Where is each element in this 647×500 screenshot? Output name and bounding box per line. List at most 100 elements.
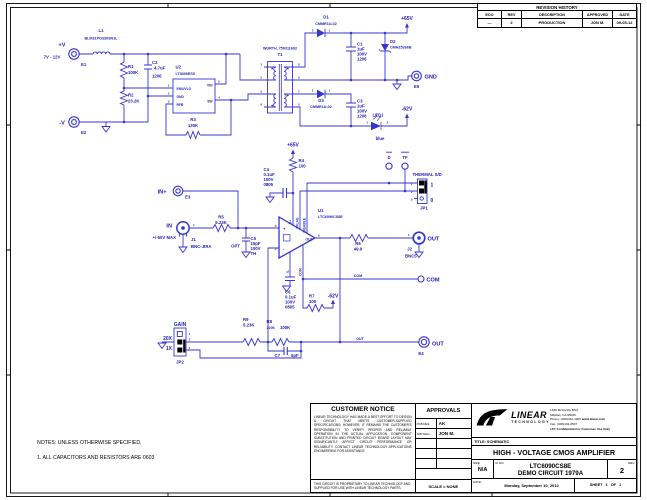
- revision-history-header-row: ECO REV DESCRIPTION APPROVED DATE: [478, 11, 636, 19]
- turret-e5: [411, 70, 422, 82]
- date-label: DATE:: [473, 480, 482, 484]
- label-e1: E1: [81, 62, 87, 67]
- pin-number: 3: [411, 198, 413, 202]
- label-l1: L1: [98, 28, 104, 33]
- label-c4-pkg: 0805: [264, 182, 274, 187]
- label-jp2: JP2: [176, 360, 184, 365]
- ground-symbols: [101, 83, 424, 350]
- u2-regulator-symbol: [172, 78, 216, 114]
- pin-number: 1: [168, 84, 170, 88]
- label-d1: D1: [323, 15, 329, 20]
- label-u2-pin-en: EN/UVLO: [177, 87, 192, 91]
- label-r5: R5: [218, 215, 224, 220]
- company-phone: Phone: (408)432-1900: [550, 417, 581, 422]
- label-u1-pin-tflag: TFLAG: [296, 217, 300, 228]
- label-c2-pkg: 1206: [152, 74, 162, 79]
- pin-number: 1: [411, 182, 413, 186]
- confidential-note: LTC Confidential-For Customer Use Only: [550, 426, 611, 431]
- size-label: SIZE: [473, 461, 480, 465]
- title-block: CUSTOMER NOTICE LINEAR TECHNOLOGY HAS MA…: [310, 403, 637, 493]
- pin-number: 1: [408, 233, 410, 237]
- cell-approved: JON M.: [583, 19, 613, 27]
- cell-date: 09-05-12: [616, 20, 633, 25]
- label-gnd: GND: [425, 75, 437, 81]
- rev-label: REV.: [628, 461, 635, 465]
- cell-eco: —: [478, 19, 502, 27]
- company-fax: Fax: (408)434-0507: [550, 421, 578, 426]
- pin-number: 1: [329, 89, 331, 93]
- label-minus-62v: -62V: [402, 107, 413, 113]
- label-r1: R1: [128, 64, 134, 69]
- diode-d1-symbol: [317, 28, 325, 38]
- customer-notice: CUSTOMER NOTICE LINEAR TECHNOLOGY HAS MA…: [311, 404, 416, 492]
- bnc-j1: [176, 221, 190, 235]
- approvals-row-empty: [415, 449, 472, 459]
- label-minus-62v: -62V: [328, 294, 339, 300]
- label-gain: GAIN: [174, 322, 187, 328]
- pin-number: 2: [312, 89, 314, 93]
- label-c7-value: 5pF: [291, 353, 299, 358]
- label-r7-value: 100: [309, 299, 317, 304]
- label-r3: R3: [190, 117, 196, 122]
- resistor-r3-symbol: [185, 130, 201, 140]
- label-c1-value: 1uF: [357, 47, 365, 52]
- label-u2-pin-sw: SW: [207, 100, 213, 104]
- customer-notice-body: LINEAR TECHNOLOGY HAS MADE A BEST EFFORT…: [314, 415, 412, 453]
- label-c6-value: 0.1uF: [285, 295, 297, 300]
- label-u1: U1: [318, 208, 324, 213]
- pin-number: 1: [329, 29, 331, 33]
- pin-number: 8: [298, 63, 300, 67]
- pin-number: 5: [298, 103, 300, 107]
- label-u1-pin-vplus: V+: [288, 220, 292, 224]
- approvals-row-empty: [415, 459, 472, 469]
- inductor-l1-symbol: [92, 51, 111, 55]
- label-led1: LED1: [373, 113, 385, 118]
- approvals-value: JON M.: [438, 431, 455, 436]
- demo-circuit-number: DEMO CIRCUIT 1979A: [517, 470, 584, 478]
- pin-number: 1: [366, 121, 368, 125]
- resistor-r5-symbol: [212, 223, 231, 233]
- pin-number: 6: [298, 76, 300, 80]
- label-c5: C5: [251, 236, 257, 241]
- pin-number: 7: [298, 90, 300, 94]
- label-gain-1x: 1X: [166, 346, 173, 352]
- resistor-r9-symbol: [242, 337, 261, 347]
- label-c4-voltage: 100V: [264, 177, 274, 182]
- revision-history-row: — 2 PRODUCTION JON M. 09-05-12: [478, 19, 636, 27]
- pin-number: 3: [189, 346, 191, 350]
- revision-history-table: REVISION HISTORY ECO REV DESCRIPTION APP…: [477, 3, 637, 28]
- jumper-jp1-symbol: [417, 178, 428, 204]
- cell-description: PRODUCTION: [522, 19, 583, 27]
- col-header-approved: APPROVED: [583, 11, 613, 18]
- label-j2-value: BNC5: [405, 254, 417, 259]
- label-c5-voltage: 100V: [251, 246, 261, 251]
- turret-com: [417, 275, 425, 283]
- resistor-r2-symbol: [119, 90, 129, 106]
- label-out-j2: OUT: [428, 237, 440, 243]
- label-j1: J1: [191, 237, 196, 242]
- label-e3: E3: [185, 195, 191, 200]
- diode-symbols: [317, 28, 392, 131]
- u1-opamp-symbol: [278, 215, 317, 260]
- opamp-minus-input-mark: -: [283, 247, 285, 252]
- junction-dots: [122, 31, 407, 353]
- label-c6: C6: [285, 290, 291, 295]
- label-c4: C4: [264, 167, 270, 172]
- label-r4-value: 100: [299, 164, 307, 169]
- label-j1-value: BNC-JIRA: [191, 244, 212, 249]
- label-plus-65v: +65V: [401, 16, 413, 22]
- brand-linear: LINEAR: [511, 410, 547, 420]
- label-u2-pin-gnd: GND: [177, 95, 185, 99]
- date-value: Monday, September 10, 2012: [504, 483, 559, 488]
- label-d3: D3: [318, 98, 324, 103]
- jumper-jp2-symbol: [173, 327, 187, 357]
- label-plus-65v: +65V: [287, 143, 299, 149]
- label-u1-part: LTC6090CS8E: [318, 215, 343, 219]
- led1-symbol: [371, 114, 382, 131]
- label-c3-pkg: 1206: [357, 114, 367, 119]
- schematic-labels: L1 BLM31PG330SN1L +V 7V - 12V E1 -V E2 R…: [44, 15, 445, 365]
- title-block-right: LINEAR TECHNOLOGY 1630 McCarthy Blvd. Mi…: [472, 404, 636, 492]
- label-e2: E2: [81, 130, 87, 135]
- label-c3-value: 1uF: [357, 104, 365, 109]
- pin-number: 2: [312, 29, 314, 33]
